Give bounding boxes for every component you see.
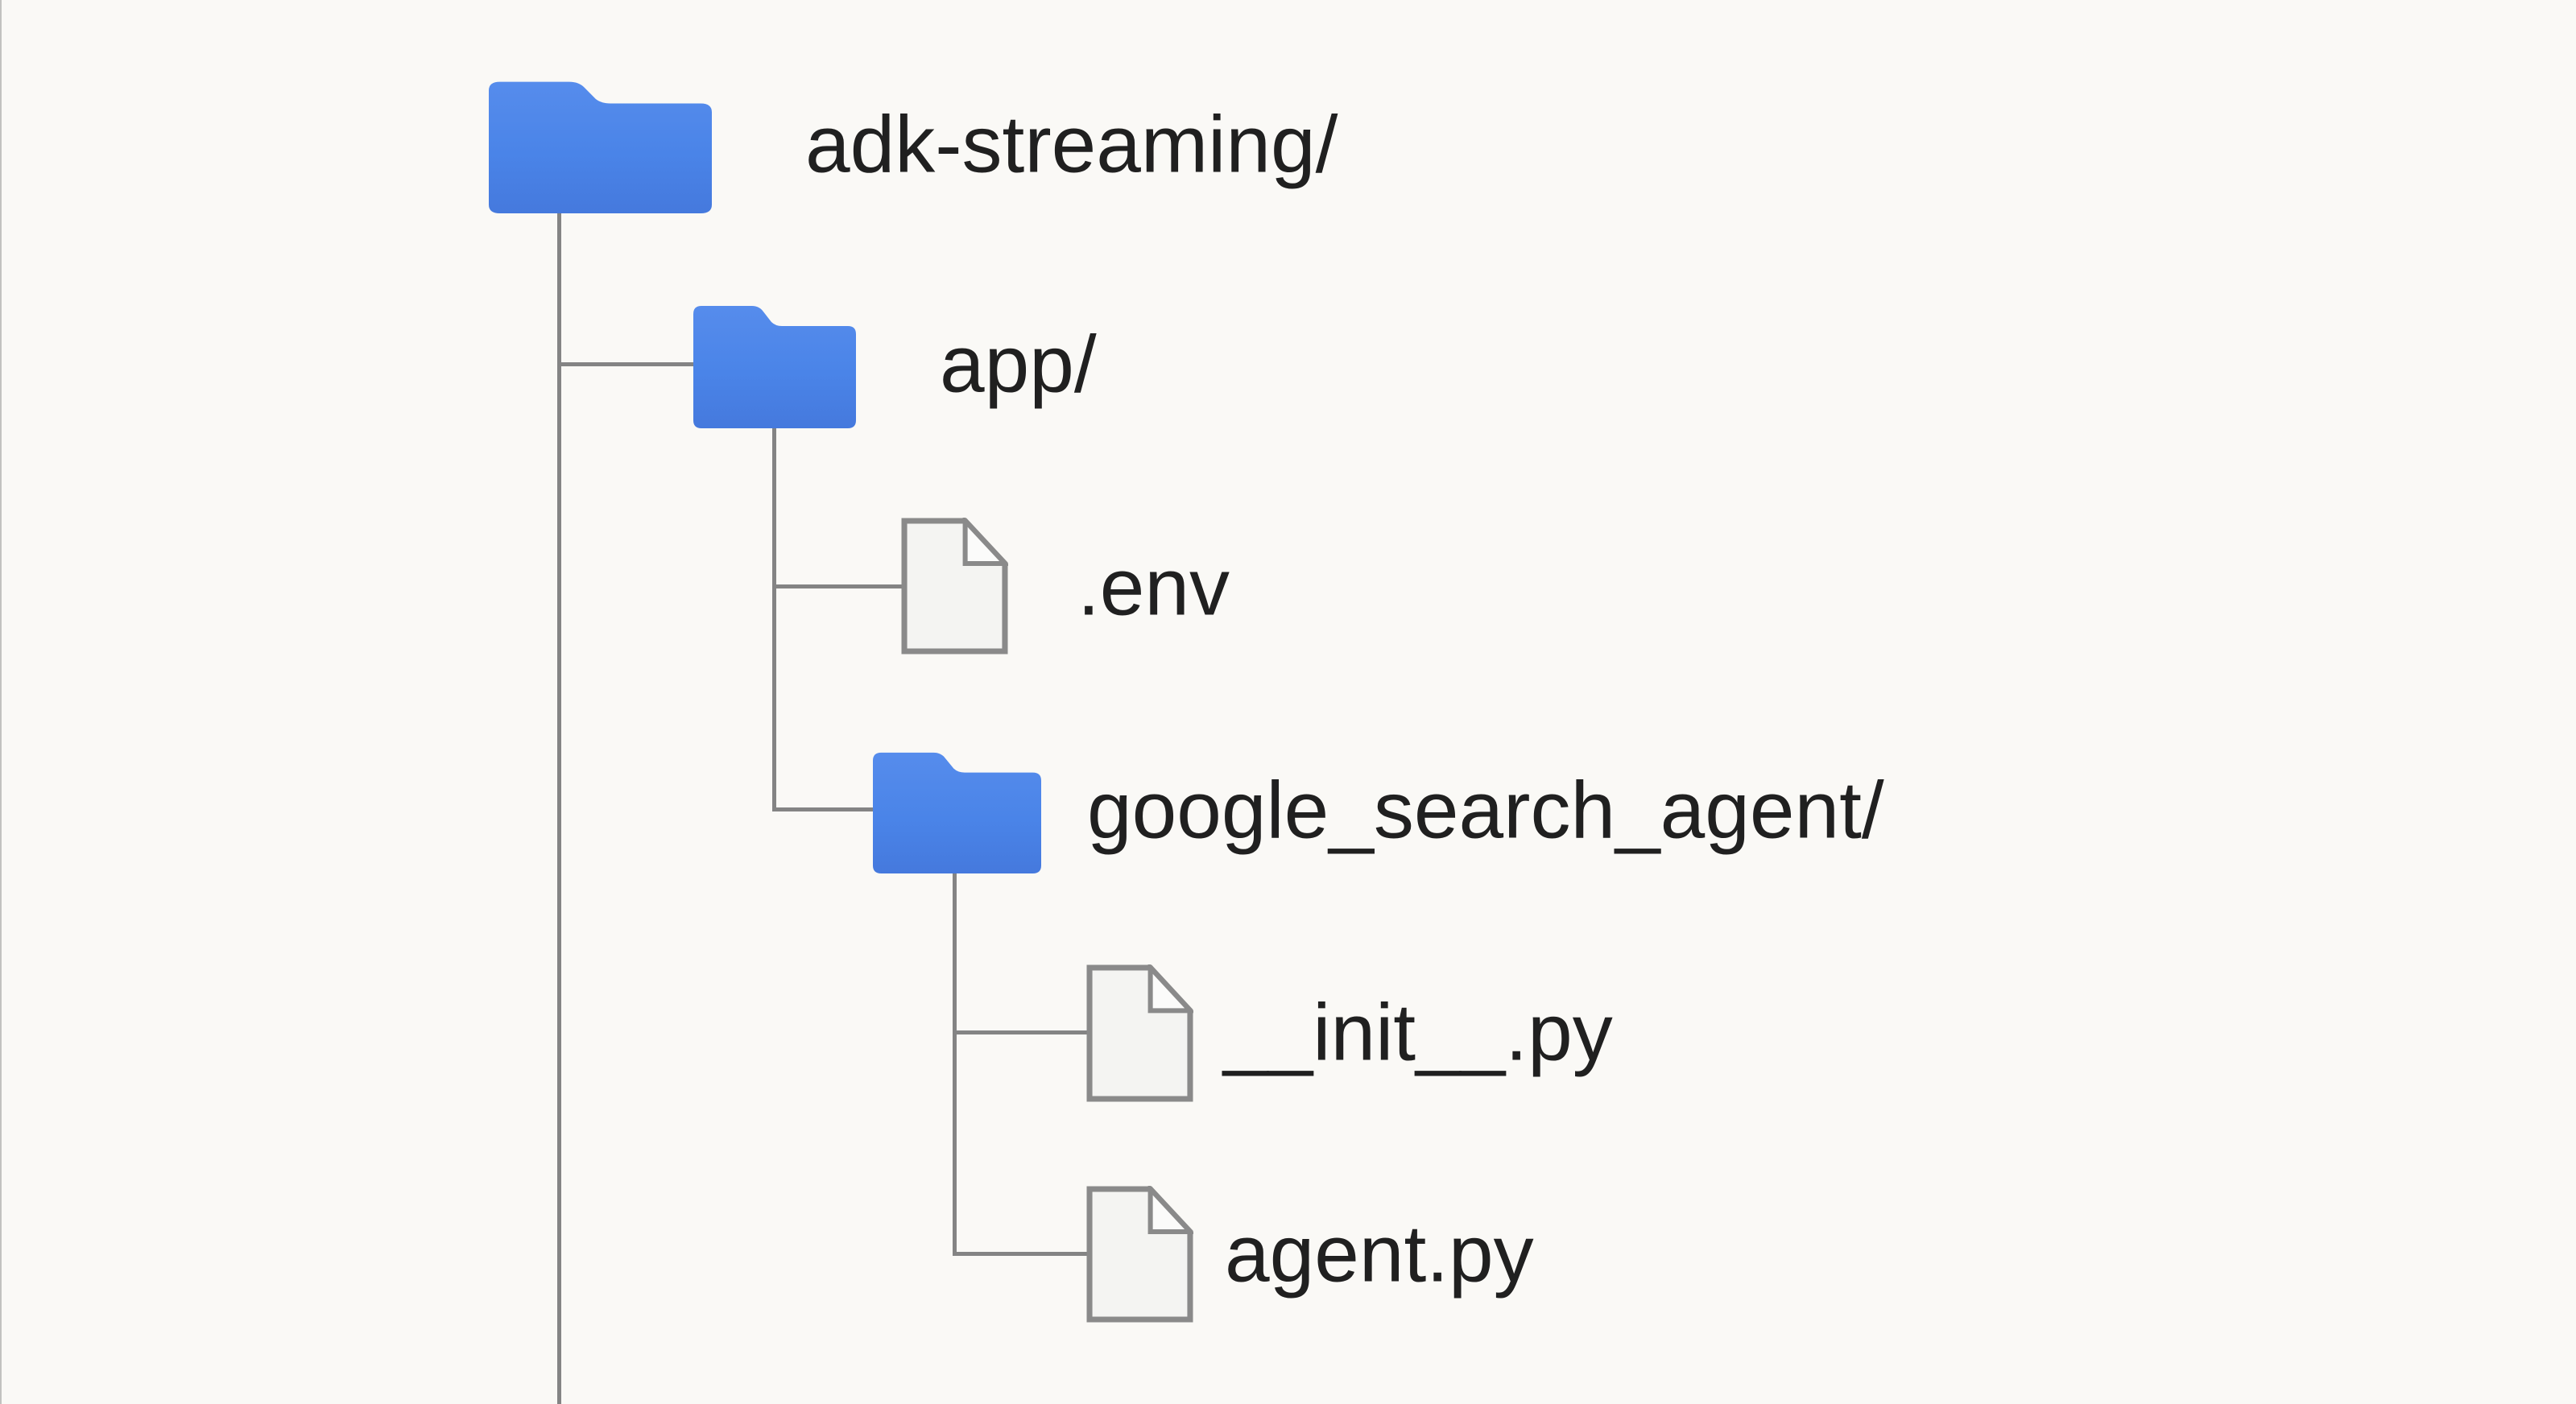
file-icon xyxy=(1086,1186,1193,1323)
connector-vline-google-search-agent xyxy=(953,869,957,1256)
connector-branch-env xyxy=(772,584,909,588)
file-icon xyxy=(1086,964,1193,1102)
tree-node-label-env: .env xyxy=(1077,542,1230,633)
connector-branch-agent-py xyxy=(953,1252,1094,1256)
connector-vline-app xyxy=(772,425,776,811)
tree-node-label-app: app/ xyxy=(940,319,1097,410)
tree-node-label-adk-streaming: adk-streaming/ xyxy=(805,99,1338,190)
folder-icon xyxy=(873,752,1041,873)
connector-branch-init-py xyxy=(953,1030,1094,1034)
tree-node-label-google-search-agent: google_search_agent/ xyxy=(1087,765,1884,856)
folder-icon xyxy=(489,81,712,213)
connector-branch-app xyxy=(557,362,698,366)
tree-node-label-init-py: __init__.py xyxy=(1223,987,1613,1078)
left-edge-border xyxy=(0,0,2,1404)
file-icon xyxy=(901,518,1008,655)
connector-branch-google-search-agent xyxy=(772,807,881,811)
folder-icon xyxy=(693,306,856,428)
tree-node-label-agent-py: agent.py xyxy=(1225,1208,1534,1299)
connector-vline-root xyxy=(557,208,561,1404)
